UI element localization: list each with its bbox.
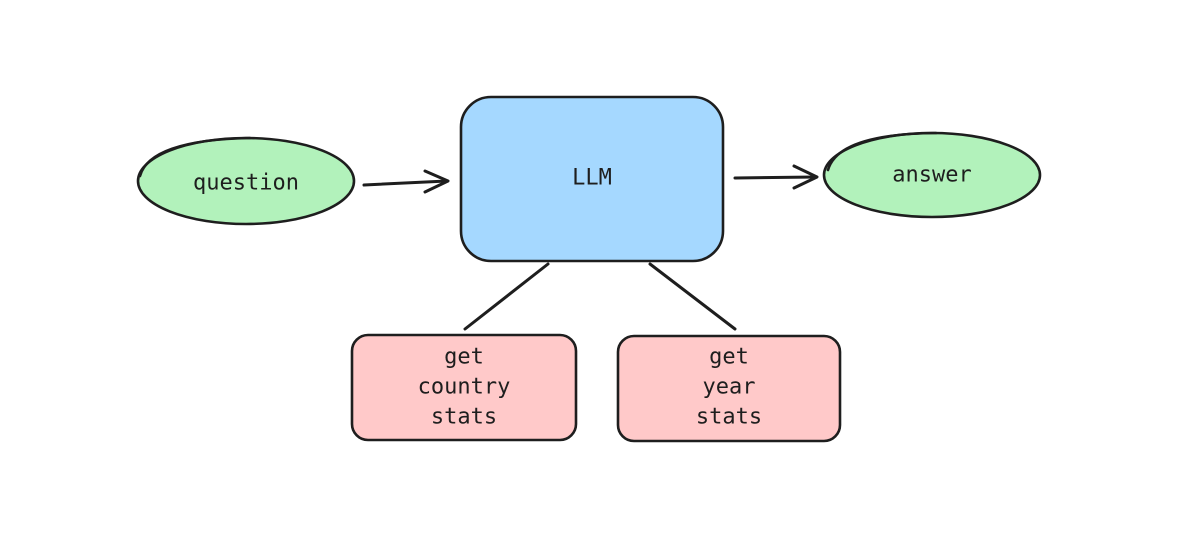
country-stats-line-3: stats <box>431 405 497 430</box>
country-stats-tool-shape <box>350 333 578 442</box>
year-stats-line-2: year <box>703 375 756 400</box>
country-stats-tool-node: get country stats <box>350 333 578 442</box>
line-llm-to-country-tool <box>463 262 550 331</box>
year-stats-tool-shape <box>616 334 842 443</box>
arrow-llm-to-answer-shaft <box>733 175 818 180</box>
year-stats-line-1: get <box>709 345 749 370</box>
country-stats-line-2: country <box>418 375 511 400</box>
year-stats-line-3: stats <box>696 405 762 430</box>
country-stats-line-1: get <box>444 345 484 370</box>
question-sketch-stroke <box>138 136 252 178</box>
answer-label: answer <box>892 163 971 188</box>
llm-node: LLM <box>459 95 725 263</box>
line-llm-to-year-tool <box>648 262 737 331</box>
arrow-llm-to-answer <box>733 164 819 190</box>
arrow-question-to-llm <box>362 169 450 194</box>
llm-shape <box>459 95 725 263</box>
arrow-llm-to-answer-head <box>792 164 819 190</box>
question-node: question <box>136 136 356 226</box>
arrow-question-to-llm-head <box>423 169 450 194</box>
question-label: question <box>193 171 299 196</box>
year-stats-tool-node: get year stats <box>616 334 842 443</box>
answer-sketch-stroke <box>826 131 938 172</box>
arrow-question-to-llm-shaft <box>362 179 449 187</box>
answer-node: answer <box>822 131 1042 219</box>
llm-label: LLM <box>572 166 612 191</box>
